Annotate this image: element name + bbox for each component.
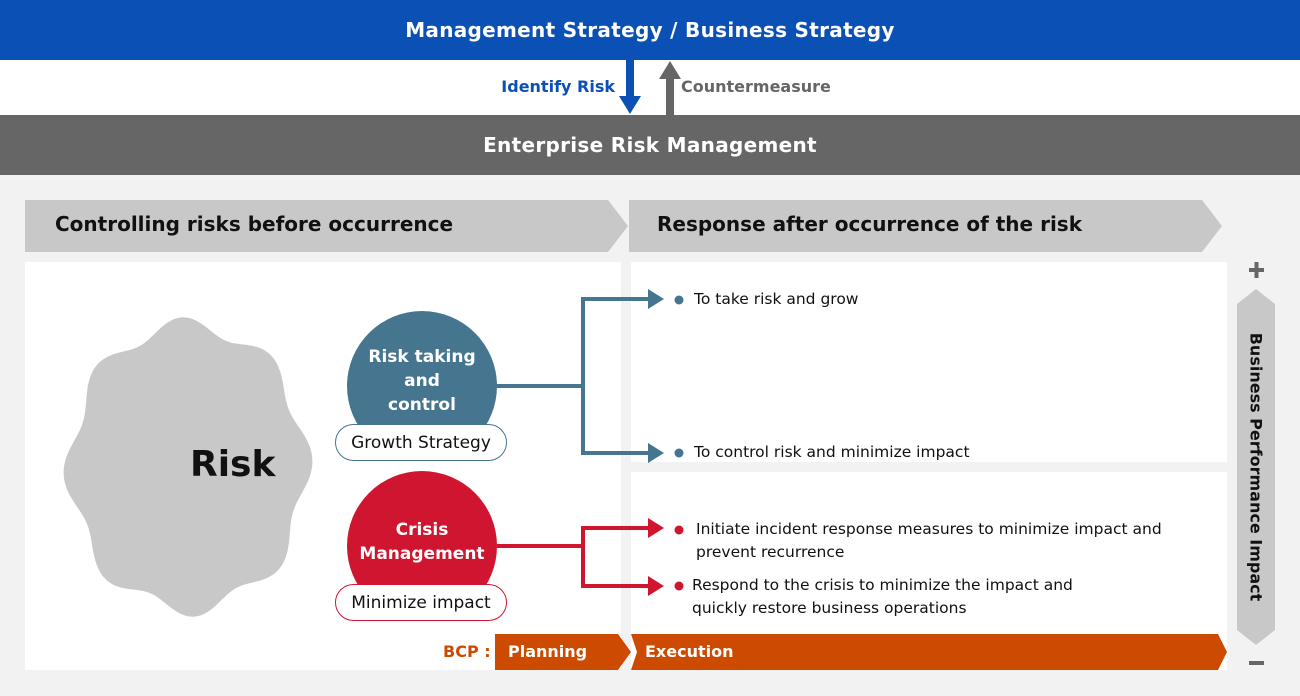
flow-band (0, 60, 1300, 115)
bcp-planning-chevron (495, 634, 631, 670)
arrowhead-icon (648, 576, 664, 596)
risk-taking-line: Risk taking (368, 347, 476, 367)
risk-taking-line: control (388, 395, 456, 415)
bcp-label: BCP : (443, 642, 491, 661)
phase-before-chevron (25, 200, 628, 252)
crisis-connector (497, 526, 652, 588)
risk-taking-circle (347, 311, 497, 461)
management-strategy-banner: Management Strategy / Business Strategy (0, 0, 1300, 60)
crisis-line: Crisis (395, 520, 449, 540)
outcome-crisis-response: Respond to the crisis to minimize the im… (692, 574, 1073, 620)
right-panel-top (631, 262, 1227, 462)
bullet-icon (674, 525, 684, 535)
plus-icon-v (1254, 262, 1259, 278)
risk-taking-connector (497, 297, 652, 455)
banner-title: Management Strategy / Business Strategy (405, 18, 895, 42)
crisis-management-circle (347, 471, 497, 621)
bcp-planning-label: Planning (508, 642, 588, 661)
bcp-execution-chevron (631, 634, 1227, 670)
phase-after-label: Response after occurrence of the risk (657, 212, 1082, 236)
erm-title: Enterprise Risk Management (483, 133, 817, 157)
risk-taking-title: Risk taking and control (347, 345, 497, 417)
crisis-title: Crisis Management (347, 518, 497, 566)
growth-strategy-tag: Growth Strategy (335, 424, 507, 461)
bcp-execution-label: Execution (645, 642, 734, 661)
identify-risk-label: Identify Risk (501, 77, 615, 96)
bullet-icon (674, 581, 684, 591)
countermeasure-arrow-icon (659, 61, 681, 115)
arrowhead-icon (648, 518, 664, 538)
outcome-line: Respond to the crisis to minimize the im… (692, 576, 1073, 594)
arrowhead-icon (648, 289, 664, 309)
outcome-incident-response: Initiate incident response measures to m… (696, 518, 1162, 564)
phase-before-label: Controlling risks before occurrence (55, 212, 454, 236)
impact-axis-label: Business Performance Impact (1246, 332, 1266, 602)
outcome-take-risk: To take risk and grow (694, 290, 859, 308)
risk-label: Risk (190, 444, 276, 485)
outcome-control-risk: To control risk and minimize impact (694, 443, 970, 461)
minus-icon (1249, 661, 1264, 665)
identify-risk-arrow-icon (619, 60, 641, 114)
minimize-impact-tag: Minimize impact (335, 584, 507, 621)
risk-blob-shape (63, 317, 313, 617)
outcome-line: quickly restore business operations (692, 599, 967, 617)
crisis-line: Management (359, 544, 485, 564)
outcome-line: Initiate incident response measures to m… (696, 520, 1162, 538)
arrowhead-icon (648, 443, 664, 463)
countermeasure-label: Countermeasure (681, 77, 831, 96)
bullet-icon (674, 295, 684, 305)
bullet-icon (674, 448, 684, 458)
outcome-line: prevent recurrence (696, 543, 845, 561)
impact-axis-bar (1237, 289, 1275, 645)
phase-after-chevron (629, 200, 1222, 252)
risk-taking-line: and (404, 371, 440, 391)
erm-banner: Enterprise Risk Management (0, 115, 1300, 175)
